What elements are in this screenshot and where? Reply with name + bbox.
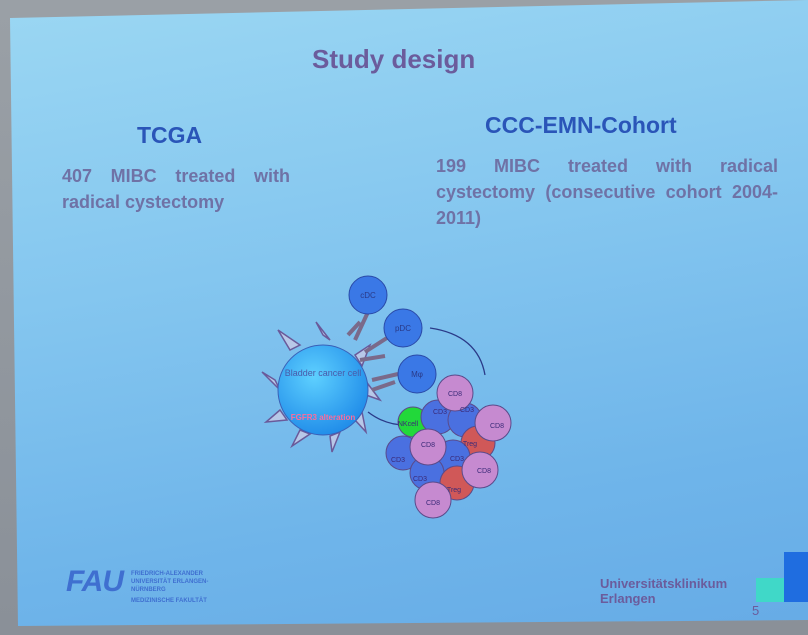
cd8-cell — [474, 404, 512, 442]
tcga-heading: TCGA — [137, 122, 203, 148]
cohort-description: 199 MIBC treated with radical cystectomy… — [436, 156, 778, 228]
cd8-label: CD8 — [477, 468, 491, 475]
cd8-cell — [461, 451, 499, 489]
institution-line2: Erlangen — [600, 591, 656, 606]
slide-title: Study design — [312, 44, 476, 74]
cd8-label: CD8 — [448, 391, 462, 398]
cd8-cell — [414, 481, 452, 519]
fgfr3-label: FGFR3 alteration — [291, 413, 356, 422]
nk-label: NKcell — [398, 421, 419, 428]
decor-square-teal — [756, 578, 786, 602]
arrow-to-tcells — [429, 327, 486, 376]
fau-faculty: MEDIZINISCHE FAKULTÄT — [131, 598, 207, 604]
fau-logo-caption: FRIEDRICH-ALEXANDER UNIVERSITÄT ERLANGEN… — [131, 566, 227, 605]
fau-logo-text: FAU — [66, 565, 124, 598]
cd8-label: CD8 — [421, 442, 435, 449]
decor-square-blue — [784, 552, 808, 602]
cd8-cell — [409, 428, 447, 466]
bladder-cancer-cell — [277, 344, 369, 436]
receptors — [346, 311, 399, 392]
cd3-label: CD3 — [433, 409, 447, 416]
dendritic-cells — [348, 275, 437, 394]
macrophage-label: Mφ — [411, 370, 423, 379]
page-number: 5 — [752, 603, 760, 618]
institution-name: Universitätsklinikum Erlangen — [600, 576, 727, 606]
cd3-label: CD3 — [460, 407, 474, 414]
pdc-label: pDC — [395, 324, 411, 333]
institution-line1: Universitätsklinikum — [600, 576, 728, 591]
tcga-description: 407 MIBC treated with radical cystectomy — [62, 166, 290, 212]
tcell-cluster — [385, 374, 512, 519]
macrophage-cell — [397, 354, 437, 394]
fau-university-name: FRIEDRICH-ALEXANDER UNIVERSITÄT ERLANGEN… — [131, 571, 209, 593]
cancer-cell-label: Bladder cancer cell — [285, 368, 362, 378]
cd3-label: CD3 — [391, 457, 405, 464]
cd3-label: CD3 — [413, 476, 427, 483]
treg-label: Treg — [463, 441, 477, 448]
cdc-cell — [348, 275, 388, 315]
cohort-heading: CCC-EMN-Cohort — [485, 112, 677, 138]
cdc-label: cDC — [360, 291, 376, 300]
cd8-label: CD8 — [426, 500, 440, 507]
fau-logo: FAU FRIEDRICH-ALEXANDER UNIVERSITÄT ERLA… — [66, 566, 227, 605]
cd3-label: CD3 — [450, 456, 464, 463]
cd8-cell — [436, 374, 474, 412]
pdc-cell — [383, 308, 423, 348]
treg-label: Treg — [447, 487, 461, 494]
cd8-label: CD8 — [490, 423, 504, 430]
